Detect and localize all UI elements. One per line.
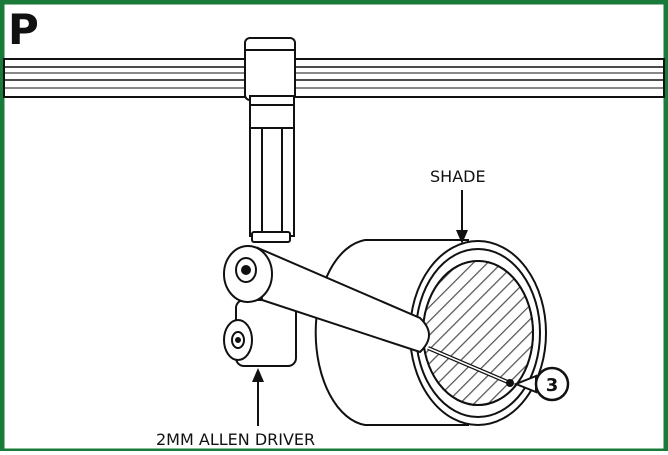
allen-driver xyxy=(427,346,514,387)
track-connector xyxy=(244,37,296,243)
driver-label: 2MM ALLEN DRIVER xyxy=(156,430,315,449)
swivel-arm xyxy=(223,245,430,354)
driver-arrow xyxy=(252,368,264,426)
track-rail xyxy=(3,58,665,98)
step-callout: 3 xyxy=(513,366,570,402)
shade-label: SHADE xyxy=(430,167,486,186)
mount-yoke xyxy=(223,299,297,367)
shade-arrow xyxy=(456,190,468,244)
panel-letter: P xyxy=(8,5,39,54)
step-number: 3 xyxy=(546,375,559,396)
lens xyxy=(422,260,534,406)
